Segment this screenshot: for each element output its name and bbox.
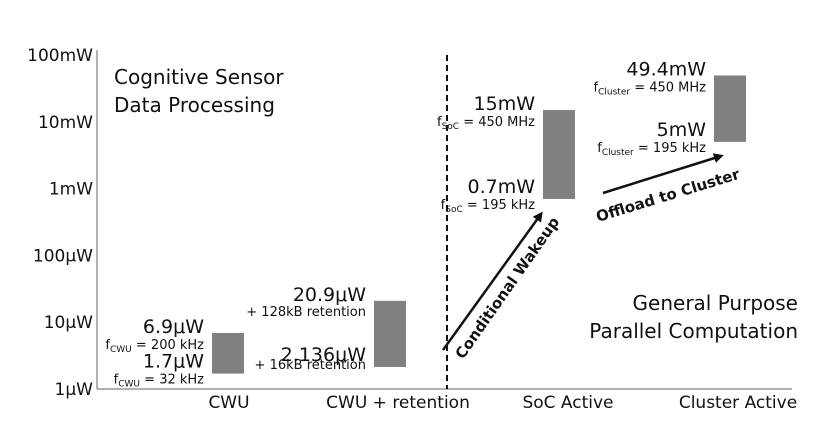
bar-high-note-label: + 128kB retention (246, 305, 366, 320)
freq-subscript: CWU (118, 380, 140, 390)
y-tick-label: 100μW (33, 246, 93, 266)
left-region-line1: Cognitive Sensor (114, 65, 284, 89)
bar-high-value-label: 20.9μW (293, 284, 366, 306)
x-tick-label: CWU + retention (326, 393, 470, 413)
freq-subscript: SoC (445, 205, 463, 215)
high-freq-label: fCWU = 200 kHz (105, 338, 204, 355)
freq-symbol: f (437, 115, 442, 130)
offload-arrow (602, 153, 724, 195)
x-tick-label: Cluster Active (679, 393, 797, 413)
freq-value: = 450 MHz (630, 80, 706, 95)
bar-high-value-label: 6.9μW (143, 316, 204, 338)
bar-low-value-label: 2.136μW (281, 344, 366, 366)
low-freq-label: fSoC = 195 kHz (441, 198, 536, 215)
high-freq-label: fSoC = 450 MHz (437, 115, 535, 132)
y-tick-labels: 1μW 10μW 100μW 1mW 10mW 100mW (27, 46, 93, 400)
y-tick-label: 1μW (55, 380, 94, 400)
right-region-line1: General Purpose (633, 291, 798, 315)
bar-2 (374, 300, 406, 367)
freq-symbol: f (114, 373, 119, 388)
freq-value: = 200 kHz (132, 338, 204, 353)
freq-subscript: CWU (110, 345, 132, 355)
y-tick-label: 100mW (27, 46, 93, 66)
left-region-line2: Data Processing (114, 93, 275, 117)
bar-low-value-label: 5mW (657, 119, 707, 141)
x-tick-label: CWU (208, 393, 249, 413)
freq-value: = 195 kHz (463, 198, 535, 213)
offload-label: Offload to Cluster (594, 165, 742, 226)
freq-subscript: Cluster (598, 87, 630, 97)
freq-symbol: f (594, 80, 599, 95)
y-tick-label: 10μW (44, 313, 93, 333)
conditional-wakeup-label: Conditional Wakeup (452, 213, 564, 362)
high-freq-label: fCluster = 450 MHz (594, 80, 707, 97)
bar-4 (714, 75, 746, 142)
right-region-line2: Parallel Computation (589, 319, 798, 343)
bar-high-value-label: 15mW (474, 93, 536, 115)
y-tick-label: 10mW (38, 113, 93, 133)
low-freq-label: fCWU = 32 kHz (114, 373, 204, 390)
bar-1 (212, 332, 244, 374)
freq-subscript: SoC (442, 122, 460, 132)
bar-low-value-label: 1.7μW (143, 351, 204, 373)
conditional-wakeup-arrow (441, 211, 543, 351)
axes (96, 50, 792, 390)
freq-value: = 32 kHz (140, 373, 204, 388)
bar-high-value-label: 49.4mW (626, 58, 706, 80)
bars (212, 75, 746, 374)
freq-value: = 195 kHz (634, 141, 706, 156)
bar-low-note-label: + 16kB retention (255, 358, 366, 373)
y-tick-label: 1mW (49, 180, 93, 200)
freq-symbol: f (597, 141, 602, 156)
freq-symbol: f (105, 338, 110, 353)
bar-low-value-label: 0.7mW (467, 176, 535, 198)
bar-3 (543, 110, 575, 199)
freq-subscript: Cluster (602, 148, 634, 158)
low-freq-label: fCluster = 195 kHz (597, 141, 706, 158)
freq-value: = 450 MHz (459, 115, 535, 130)
x-tick-label: SoC Active (522, 393, 613, 413)
x-tick-labels: CWU CWU + retention SoC Active Cluster Acti… (208, 393, 797, 413)
freq-symbol: f (441, 198, 446, 213)
